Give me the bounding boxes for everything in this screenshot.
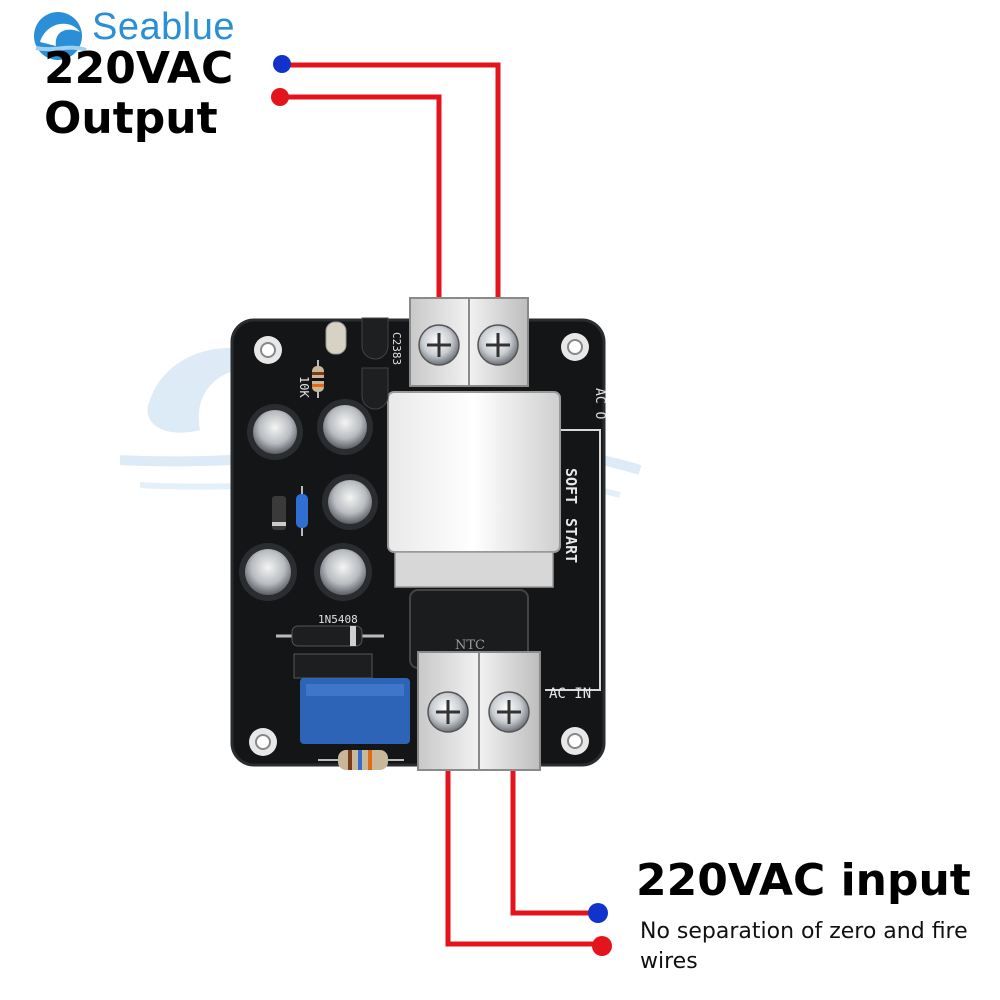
output-label-line1: 220VAC [44,43,234,94]
output-wires [280,62,501,305]
output-neutral-dot [273,55,291,73]
output-label: 220VAC Output [44,44,233,144]
output-live-dot [271,88,289,106]
led [325,321,347,355]
electrolytic-capacitors [239,399,378,601]
input-wires [445,760,600,947]
silkscreen-1n5408: 1N5408 [318,613,358,626]
input-live-dot [592,936,612,956]
mounting-holes [249,333,589,756]
input-neutral-dot [588,903,608,923]
transistors [361,317,389,410]
silkscreen-lines [545,429,601,691]
output-label-line2: Output [44,93,218,144]
resistor-bottom [318,750,404,770]
silkscreen-soft: SOFT [562,468,580,504]
resistor-10k [312,360,324,398]
film-capacitor [300,678,410,744]
output-terminal-block [409,297,529,387]
silkscreen-10k: 10K [297,376,311,398]
silkscreen-ac-out: AC O [592,388,607,419]
diode-small [272,496,286,530]
silkscreen-ac-in: AC IN [549,686,591,702]
regulator [293,653,373,679]
brand-logo-text: Seablue [92,6,235,48]
input-label: 220VAC input [636,855,971,906]
wave-logo-icon [34,12,87,60]
ntc-label: NTC [455,638,485,653]
silkscreen-c2383: C2383 [390,332,403,365]
relay [387,391,561,588]
input-note: No separation of zero and fire wires [640,919,968,974]
resistor-blue [296,486,308,536]
input-terminal-block [417,651,541,771]
diode-1n5408 [276,625,384,647]
silkscreen-start: START [562,518,580,563]
